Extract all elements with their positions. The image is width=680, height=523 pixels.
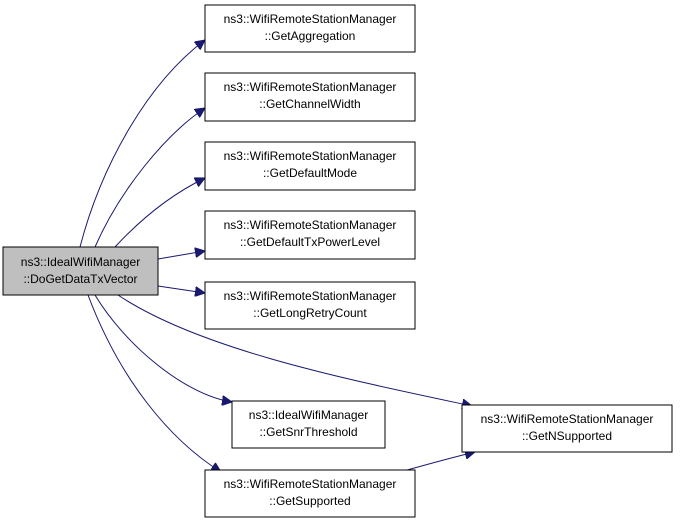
node-get-long-retry-count-line2: ::GetLongRetryCount xyxy=(253,306,367,320)
node-root-line1: ns3::IdealWifiManager xyxy=(21,255,140,269)
node-get-n-supported-line2: ::GetNSupported xyxy=(522,429,612,443)
edge-root-to-get-supported xyxy=(87,294,221,472)
node-root[interactable]: ns3::IdealWifiManager ::DoGetDataTxVecto… xyxy=(2,246,159,296)
node-get-long-retry-count[interactable]: ns3::WifiRemoteStationManager ::GetLongR… xyxy=(204,281,416,330)
node-get-default-mode[interactable]: ns3::WifiRemoteStationManager ::GetDefau… xyxy=(204,141,416,191)
node-get-aggregation-line2: ::GetAggregation xyxy=(265,29,356,43)
node-get-snr-threshold[interactable]: ns3::IdealWifiManager ::GetSnrThreshold xyxy=(231,400,386,449)
node-get-default-tx-power-level[interactable]: ns3::WifiRemoteStationManager ::GetDefau… xyxy=(204,210,416,260)
node-get-long-retry-count-line1: ns3::WifiRemoteStationManager xyxy=(224,289,397,303)
node-get-snr-threshold-line2: ::GetSnrThreshold xyxy=(259,425,357,439)
edge-root-to-get-default-tx-power-level xyxy=(157,251,205,260)
edge-root-to-get-aggregation xyxy=(79,40,205,248)
node-root-line2: ::DoGetDataTxVector xyxy=(23,272,137,286)
node-get-channel-width[interactable]: ns3::WifiRemoteStationManager ::GetChann… xyxy=(204,72,416,122)
node-get-n-supported[interactable]: ns3::WifiRemoteStationManager ::GetNSupp… xyxy=(461,404,673,453)
edge-root-to-get-channel-width xyxy=(94,108,205,248)
edge-root-to-get-snr-threshold xyxy=(94,294,232,402)
node-get-channel-width-line1: ns3::WifiRemoteStationManager xyxy=(224,80,397,94)
node-get-channel-width-line2: ::GetChannelWidth xyxy=(259,97,360,111)
node-get-aggregation-line1: ns3::WifiRemoteStationManager xyxy=(224,12,397,26)
edges xyxy=(79,40,475,473)
node-get-default-mode-line1: ns3::WifiRemoteStationManager xyxy=(224,149,397,163)
node-get-n-supported-line1: ns3::WifiRemoteStationManager xyxy=(481,412,654,426)
edge-get-supported-to-get-n-supported xyxy=(399,452,475,473)
node-get-default-mode-line2: ::GetDefaultMode xyxy=(263,166,357,180)
edge-root-to-get-long-retry-count xyxy=(157,285,205,293)
edge-root-to-get-n-supported xyxy=(117,294,472,406)
node-get-default-tx-power-level-line1: ns3::WifiRemoteStationManager xyxy=(224,218,397,232)
edge-root-to-get-default-mode xyxy=(114,178,205,248)
node-get-supported-line1: ns3::WifiRemoteStationManager xyxy=(224,477,397,491)
node-get-supported-line2: ::GetSupported xyxy=(269,494,350,508)
node-get-aggregation[interactable]: ns3::WifiRemoteStationManager ::GetAggre… xyxy=(204,4,416,53)
node-get-snr-threshold-line1: ns3::IdealWifiManager xyxy=(249,408,368,422)
node-get-default-tx-power-level-line2: ::GetDefaultTxPowerLevel xyxy=(240,235,380,249)
node-get-supported[interactable]: ns3::WifiRemoteStationManager ::GetSuppo… xyxy=(204,469,416,518)
